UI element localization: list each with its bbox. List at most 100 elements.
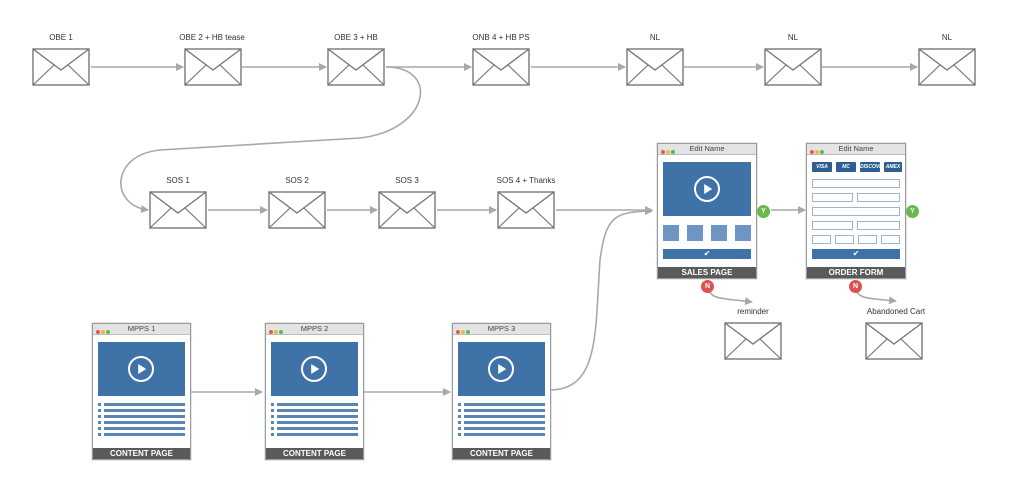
yes-badge: Y [757,205,770,218]
form-field[interactable] [835,235,854,244]
form-field[interactable] [812,221,853,230]
text-line [104,409,185,412]
bullet [98,433,101,436]
video-placeholder [271,342,358,396]
envelope-icon[interactable] [724,322,782,360]
envelope-icon[interactable] [327,48,385,86]
email-label-nl-2: NL [787,33,799,42]
email-label-obe-2: OBE 2 + HB tease [179,33,245,42]
no-badge: N [701,280,714,293]
email-label-onb-4: ONB 4 + HB PS [472,33,530,42]
text-line [464,427,545,430]
text-line [464,421,545,424]
yes-badge: Y [906,205,919,218]
form-field[interactable] [812,207,900,216]
text-line [464,403,545,406]
envelope-icon[interactable] [184,48,242,86]
text-line [464,433,545,436]
bullet [271,427,274,430]
thumbnail [711,225,727,241]
bullet [458,421,461,424]
email-label-nl-3: NL [941,33,953,42]
window-title: Edit Name [689,144,725,153]
form-field[interactable] [857,221,900,230]
content-page-footer: CONTENT PAGE [266,448,363,459]
play-icon [128,356,154,382]
play-icon [301,356,327,382]
bullet [271,409,274,412]
content-page-node-3[interactable]: MPPS 3 CONTENT PAGE [452,323,551,460]
text-line [277,433,358,436]
text-line [104,403,185,406]
text-line [277,403,358,406]
email-label-obe-1: OBE 1 [49,33,73,42]
order-form-footer: ORDER FORM [807,267,905,278]
form-field[interactable] [812,193,853,202]
submit-order-button[interactable]: ✔ [812,249,900,259]
form-field[interactable] [857,193,900,202]
window-controls [96,327,111,337]
visa-card-icon: VISA [812,162,832,172]
bullet [98,409,101,412]
window-titlebar: MPPS 3 [453,324,550,335]
email-label-sos-1: SOS 1 [166,176,190,185]
content-page-footer: CONTENT PAGE [93,448,190,459]
thumbnail [663,225,679,241]
window-titlebar: MPPS 1 [93,324,190,335]
envelope-icon[interactable] [149,191,207,229]
bullet [98,403,101,406]
window-title: MPPS 3 [487,324,516,333]
video-placeholder [458,342,545,396]
form-field[interactable] [858,235,877,244]
form-field[interactable] [812,179,900,188]
bullet [271,415,274,418]
form-field[interactable] [881,235,900,244]
thumbnail [687,225,703,241]
envelope-icon[interactable] [764,48,822,86]
email-label-abandoned-cart: Abandoned Cart [866,307,926,316]
amex-card-icon: AMEX [884,162,902,172]
form-field[interactable] [812,235,831,244]
text-line [464,409,545,412]
no-badge: N [849,280,862,293]
play-icon [694,176,720,202]
bullet [458,427,461,430]
content-page-node-1[interactable]: MPPS 1 CONTENT PAGE [92,323,191,460]
email-label-sos-3: SOS 3 [395,176,419,185]
video-placeholder [663,162,751,216]
text-line [277,427,358,430]
thumbnail [735,225,751,241]
order-form-node[interactable]: Edit Name VISA MC DISCOVER AMEX ✔ ORDER … [806,143,906,279]
bullet [271,421,274,424]
window-title: Edit Name [838,144,874,153]
text-line [104,427,185,430]
envelope-icon[interactable] [378,191,436,229]
content-page-footer: CONTENT PAGE [453,448,550,459]
discover-card-icon: DISCOVER [860,162,887,172]
email-label-nl-1: NL [649,33,661,42]
sales-page-footer: SALES PAGE [658,267,756,278]
sales-page-node[interactable]: Edit Name ✔ SALES PAGE [657,143,757,279]
window-title: MPPS 2 [300,324,329,333]
window-titlebar: Edit Name [658,144,756,155]
window-controls [269,327,284,337]
buy-button[interactable]: ✔ [663,249,751,259]
envelope-icon[interactable] [472,48,530,86]
bullet [458,433,461,436]
bullet [98,415,101,418]
email-label-sos-2: SOS 2 [285,176,309,185]
play-icon [488,356,514,382]
envelope-icon[interactable] [32,48,90,86]
envelope-icon[interactable] [626,48,684,86]
email-label-obe-3: OBE 3 + HB [334,33,378,42]
content-page-node-2[interactable]: MPPS 2 CONTENT PAGE [265,323,364,460]
envelope-icon[interactable] [865,322,923,360]
video-placeholder [98,342,185,396]
envelope-icon[interactable] [268,191,326,229]
envelope-icon[interactable] [918,48,976,86]
email-label-reminder: reminder [737,307,769,316]
bullet [458,415,461,418]
text-line [277,409,358,412]
envelope-icon[interactable] [497,191,555,229]
